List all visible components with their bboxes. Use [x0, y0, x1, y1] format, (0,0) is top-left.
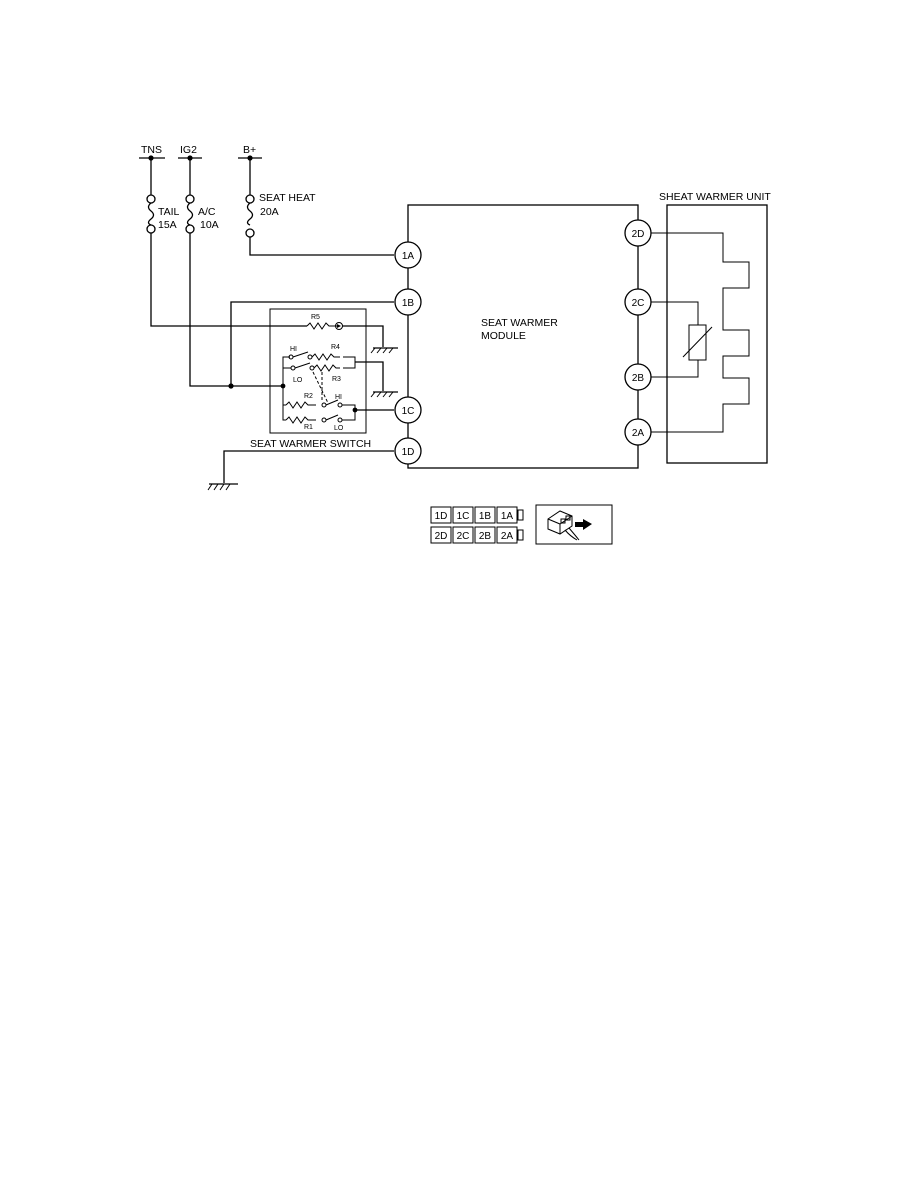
- hi-top-label: HI: [290, 346, 297, 353]
- arrow-icon: [575, 519, 592, 530]
- connector-pin-layout: 1D 1C 1B 1A 2D 2C 2B 2A: [430, 506, 524, 544]
- connector-cell: 1C: [457, 511, 470, 522]
- connector-cell: 1D: [435, 511, 448, 522]
- svg-text:1D: 1D: [402, 447, 415, 458]
- r5-resistor: [306, 322, 339, 330]
- fuse-seat-heat-name: SEAT HEAT: [259, 192, 316, 204]
- hi-bottom-label: HI: [335, 394, 342, 401]
- wire-tail-illum: [150, 233, 307, 327]
- svg-text:1A: 1A: [402, 251, 415, 262]
- supply-tns: TNS: [139, 144, 165, 195]
- wire-ig2-switch: [189, 233, 283, 387]
- svg-text:2A: 2A: [632, 428, 645, 439]
- r2-label: R2: [304, 393, 313, 400]
- fuse-ac: A/C 10A: [185, 194, 219, 234]
- supply-ig2: IG2: [178, 144, 202, 195]
- fuse-tail: TAIL 15A: [146, 194, 180, 234]
- lo-bottom-label: LO: [334, 425, 344, 432]
- pin-1a: 1A: [394, 241, 422, 269]
- ground-icon: [207, 483, 238, 491]
- lo-top-label: LO: [293, 377, 303, 384]
- svg-text:2C: 2C: [632, 298, 645, 309]
- svg-text:2D: 2D: [632, 229, 645, 240]
- svg-text:2B: 2B: [632, 373, 645, 384]
- fuse-seat-heat-rating: 20A: [260, 206, 279, 218]
- module-title-line2: MODULE: [481, 330, 526, 342]
- pin-1d: 1D: [394, 437, 422, 465]
- connector-cell: 1A: [501, 511, 514, 522]
- pin-1b: 1B: [394, 288, 422, 316]
- pin-1c: 1C: [394, 396, 422, 424]
- pin-2a: 2A: [624, 418, 652, 446]
- connector-cell: 2C: [457, 531, 470, 542]
- fuse-seat-heat: SEAT HEAT 20A: [245, 192, 316, 238]
- svg-text:1C: 1C: [402, 406, 415, 417]
- module-title-line1: SEAT WARMER: [481, 317, 558, 329]
- pin-2d: 2D: [624, 219, 652, 247]
- heater-element: [651, 232, 750, 433]
- fuse-tail-rating: 15A: [158, 219, 177, 231]
- switch-label: SEAT WARMER SWITCH: [250, 438, 371, 450]
- pin-2b: 2B: [624, 363, 652, 391]
- heater-unit-label: SHEAT WARMER UNIT: [659, 191, 771, 203]
- seat-warmer-unit: SHEAT WARMER UNIT: [651, 191, 771, 464]
- connector-cell: 2B: [479, 531, 492, 542]
- seat-warmer-switch: SEAT WARMER SWITCH R5 HI R4 LO R3: [250, 308, 398, 450]
- r1-label: R1: [304, 424, 313, 431]
- supply-bplus-label: B+: [243, 144, 256, 156]
- r3-label: R3: [332, 376, 341, 383]
- supply-ig2-label: IG2: [180, 144, 197, 156]
- fuse-ac-name: A/C: [198, 206, 216, 218]
- connector-icon: [535, 504, 613, 545]
- ground-icon: [370, 391, 398, 398]
- svg-text:1B: 1B: [402, 298, 415, 309]
- connector-cell: 2D: [435, 531, 448, 542]
- seat-warmer-module: SEAT WARMER MODULE: [407, 204, 639, 469]
- ground-icon: [370, 347, 398, 354]
- r4-label: R4: [331, 344, 340, 351]
- supply-bplus: B+: [238, 144, 262, 195]
- r5-label: R5: [311, 314, 320, 321]
- supply-tns-label: TNS: [141, 144, 162, 156]
- fuse-ac-rating: 10A: [200, 219, 219, 231]
- wire-junction-1b: [230, 301, 394, 386]
- wire-bplus-1a: [249, 237, 394, 256]
- connector-cell: 2A: [501, 531, 514, 542]
- connector-cell: 1B: [479, 511, 492, 522]
- fuse-tail-name: TAIL: [158, 206, 180, 218]
- wire-1d-ground: [223, 450, 394, 483]
- pin-2c: 2C: [624, 288, 652, 316]
